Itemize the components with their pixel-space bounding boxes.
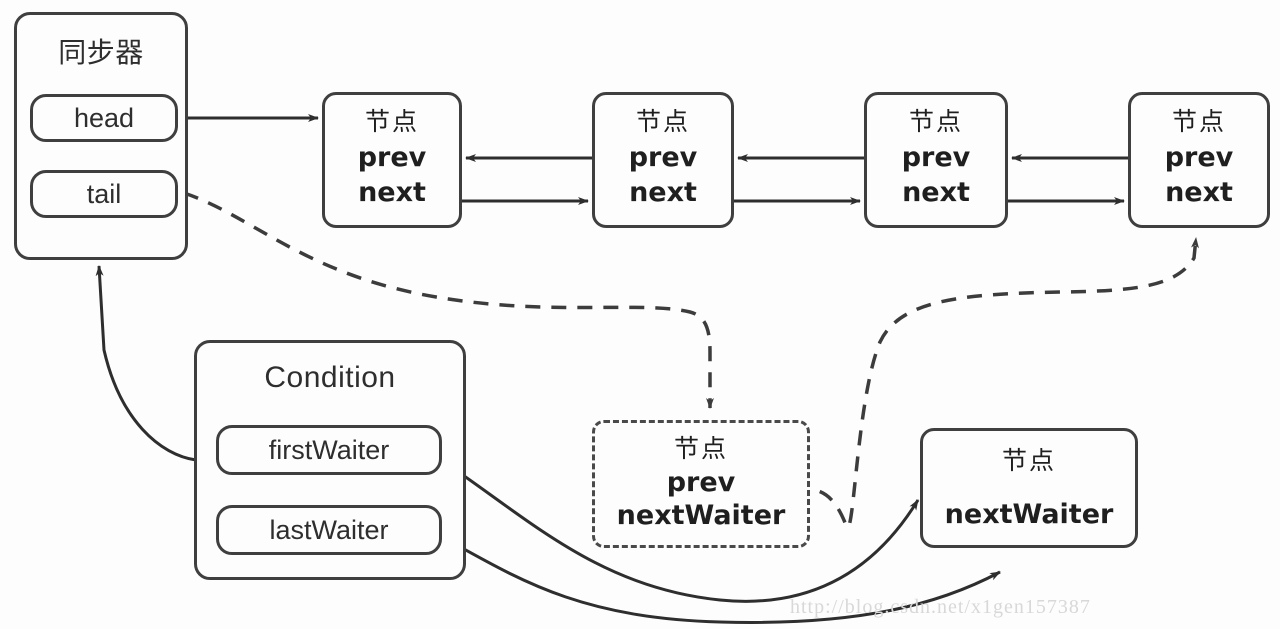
- waiter-node-solid-nextwaiter: nextWaiter: [944, 499, 1114, 530]
- condition-field-lastwaiter[interactable]: lastWaiter: [216, 505, 442, 555]
- watermark-text: http://blog.csdn.net/x1gen157387: [790, 596, 1091, 618]
- queue-node-1: 节点 prev next: [322, 92, 462, 228]
- queue-node-3-prev: prev: [901, 142, 971, 173]
- waiter-node-dashed-nextwaiter: nextWaiter: [616, 500, 786, 531]
- queue-node-1-prev: prev: [357, 142, 427, 173]
- queue-node-3-next: next: [902, 177, 970, 208]
- queue-node-2-next: next: [629, 177, 697, 208]
- waiter-node-solid-title: 节点: [1001, 446, 1056, 475]
- waiter-node-dashed: 节点 prev nextWaiter: [592, 420, 810, 548]
- synchronizer-field-head-label: head: [73, 102, 135, 133]
- waiter-node-dashed-title: 节点: [673, 434, 728, 463]
- synchronizer-field-tail[interactable]: tail: [30, 170, 178, 218]
- queue-node-4-prev: prev: [1164, 142, 1234, 173]
- synchronizer-title: 同步器: [58, 36, 144, 69]
- queue-node-2-title: 节点: [635, 107, 690, 136]
- waiter-node-dashed-prev: prev: [666, 467, 736, 498]
- wire-condition-to-synchronizer: [95, 265, 197, 462]
- condition-field-firstwaiter[interactable]: firstWaiter: [216, 425, 442, 475]
- queue-node-4: 节点 prev next: [1128, 92, 1270, 228]
- condition-field-firstwaiter-label: firstWaiter: [268, 434, 390, 465]
- queue-node-3: 节点 prev next: [864, 92, 1008, 228]
- queue-node-4-next: next: [1165, 177, 1233, 208]
- queue-node-4-title: 节点: [1171, 107, 1226, 136]
- waiter-node-solid: 节点 nextWaiter: [920, 428, 1138, 548]
- synchronizer-field-head[interactable]: head: [30, 94, 178, 142]
- queue-node-1-next: next: [358, 177, 426, 208]
- condition-field-lastwaiter-label: lastWaiter: [269, 514, 389, 545]
- queue-node-3-title: 节点: [908, 107, 963, 136]
- queue-node-1-title: 节点: [364, 107, 419, 136]
- condition-title: Condition: [264, 361, 396, 394]
- queue-node-2: 节点 prev next: [592, 92, 734, 228]
- queue-node-2-prev: prev: [628, 142, 698, 173]
- synchronizer-field-tail-label: tail: [86, 178, 122, 209]
